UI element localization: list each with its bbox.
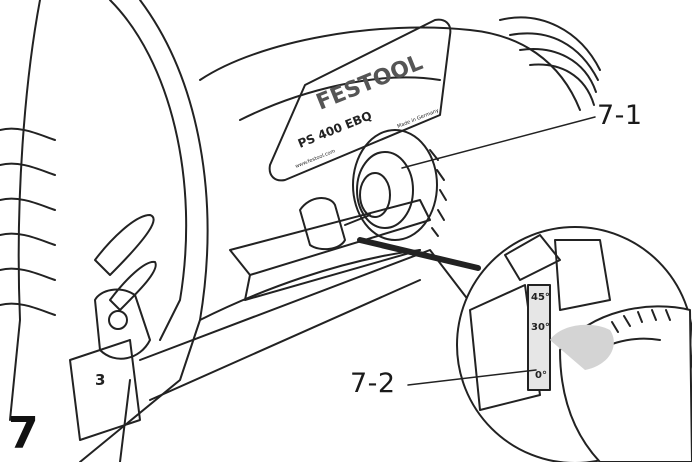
lever	[94, 288, 151, 360]
leader-7-1	[401, 116, 596, 169]
bevel-knob	[352, 129, 447, 241]
housing-outline	[9, 0, 41, 421]
base-mark-text: 3	[95, 371, 105, 389]
zoom-connector	[357, 237, 481, 271]
label-plate	[268, 18, 452, 182]
model-text: PS 400 EBQ	[296, 108, 374, 150]
leader-7-2	[407, 369, 537, 386]
grip-ribs	[0, 127, 56, 141]
scale-mark-0: 0°	[535, 370, 547, 381]
callout-7-1: 7-1	[597, 100, 643, 131]
callout-7-2: 7-2	[350, 368, 396, 399]
detail-magnifier	[456, 226, 692, 462]
scale-mark-45: 45°	[531, 292, 550, 303]
figure-number: 7	[8, 408, 39, 459]
scale-mark-30: 30°	[531, 322, 550, 333]
brand-logo-text: FESTOOL	[313, 50, 427, 115]
bevel-scale	[527, 284, 551, 391]
